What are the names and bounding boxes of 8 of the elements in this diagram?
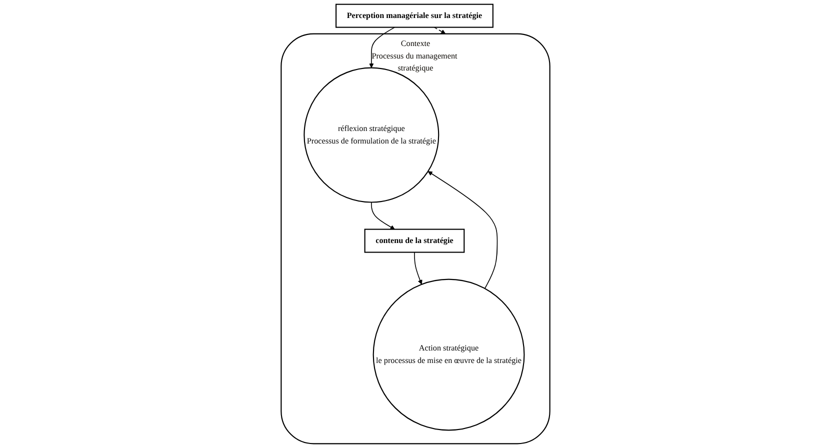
arrow (414, 252, 422, 285)
arrow (371, 202, 395, 230)
node-circle: Action stratégique le processus de mise en œuvre de la stratégie (372, 278, 525, 431)
arrow (434, 26, 446, 34)
node-box: contenu de la stratégie (364, 228, 465, 253)
node-box: Perception managériale sur la stratégie (336, 4, 494, 28)
arrow (369, 26, 396, 68)
arrow (428, 171, 498, 289)
